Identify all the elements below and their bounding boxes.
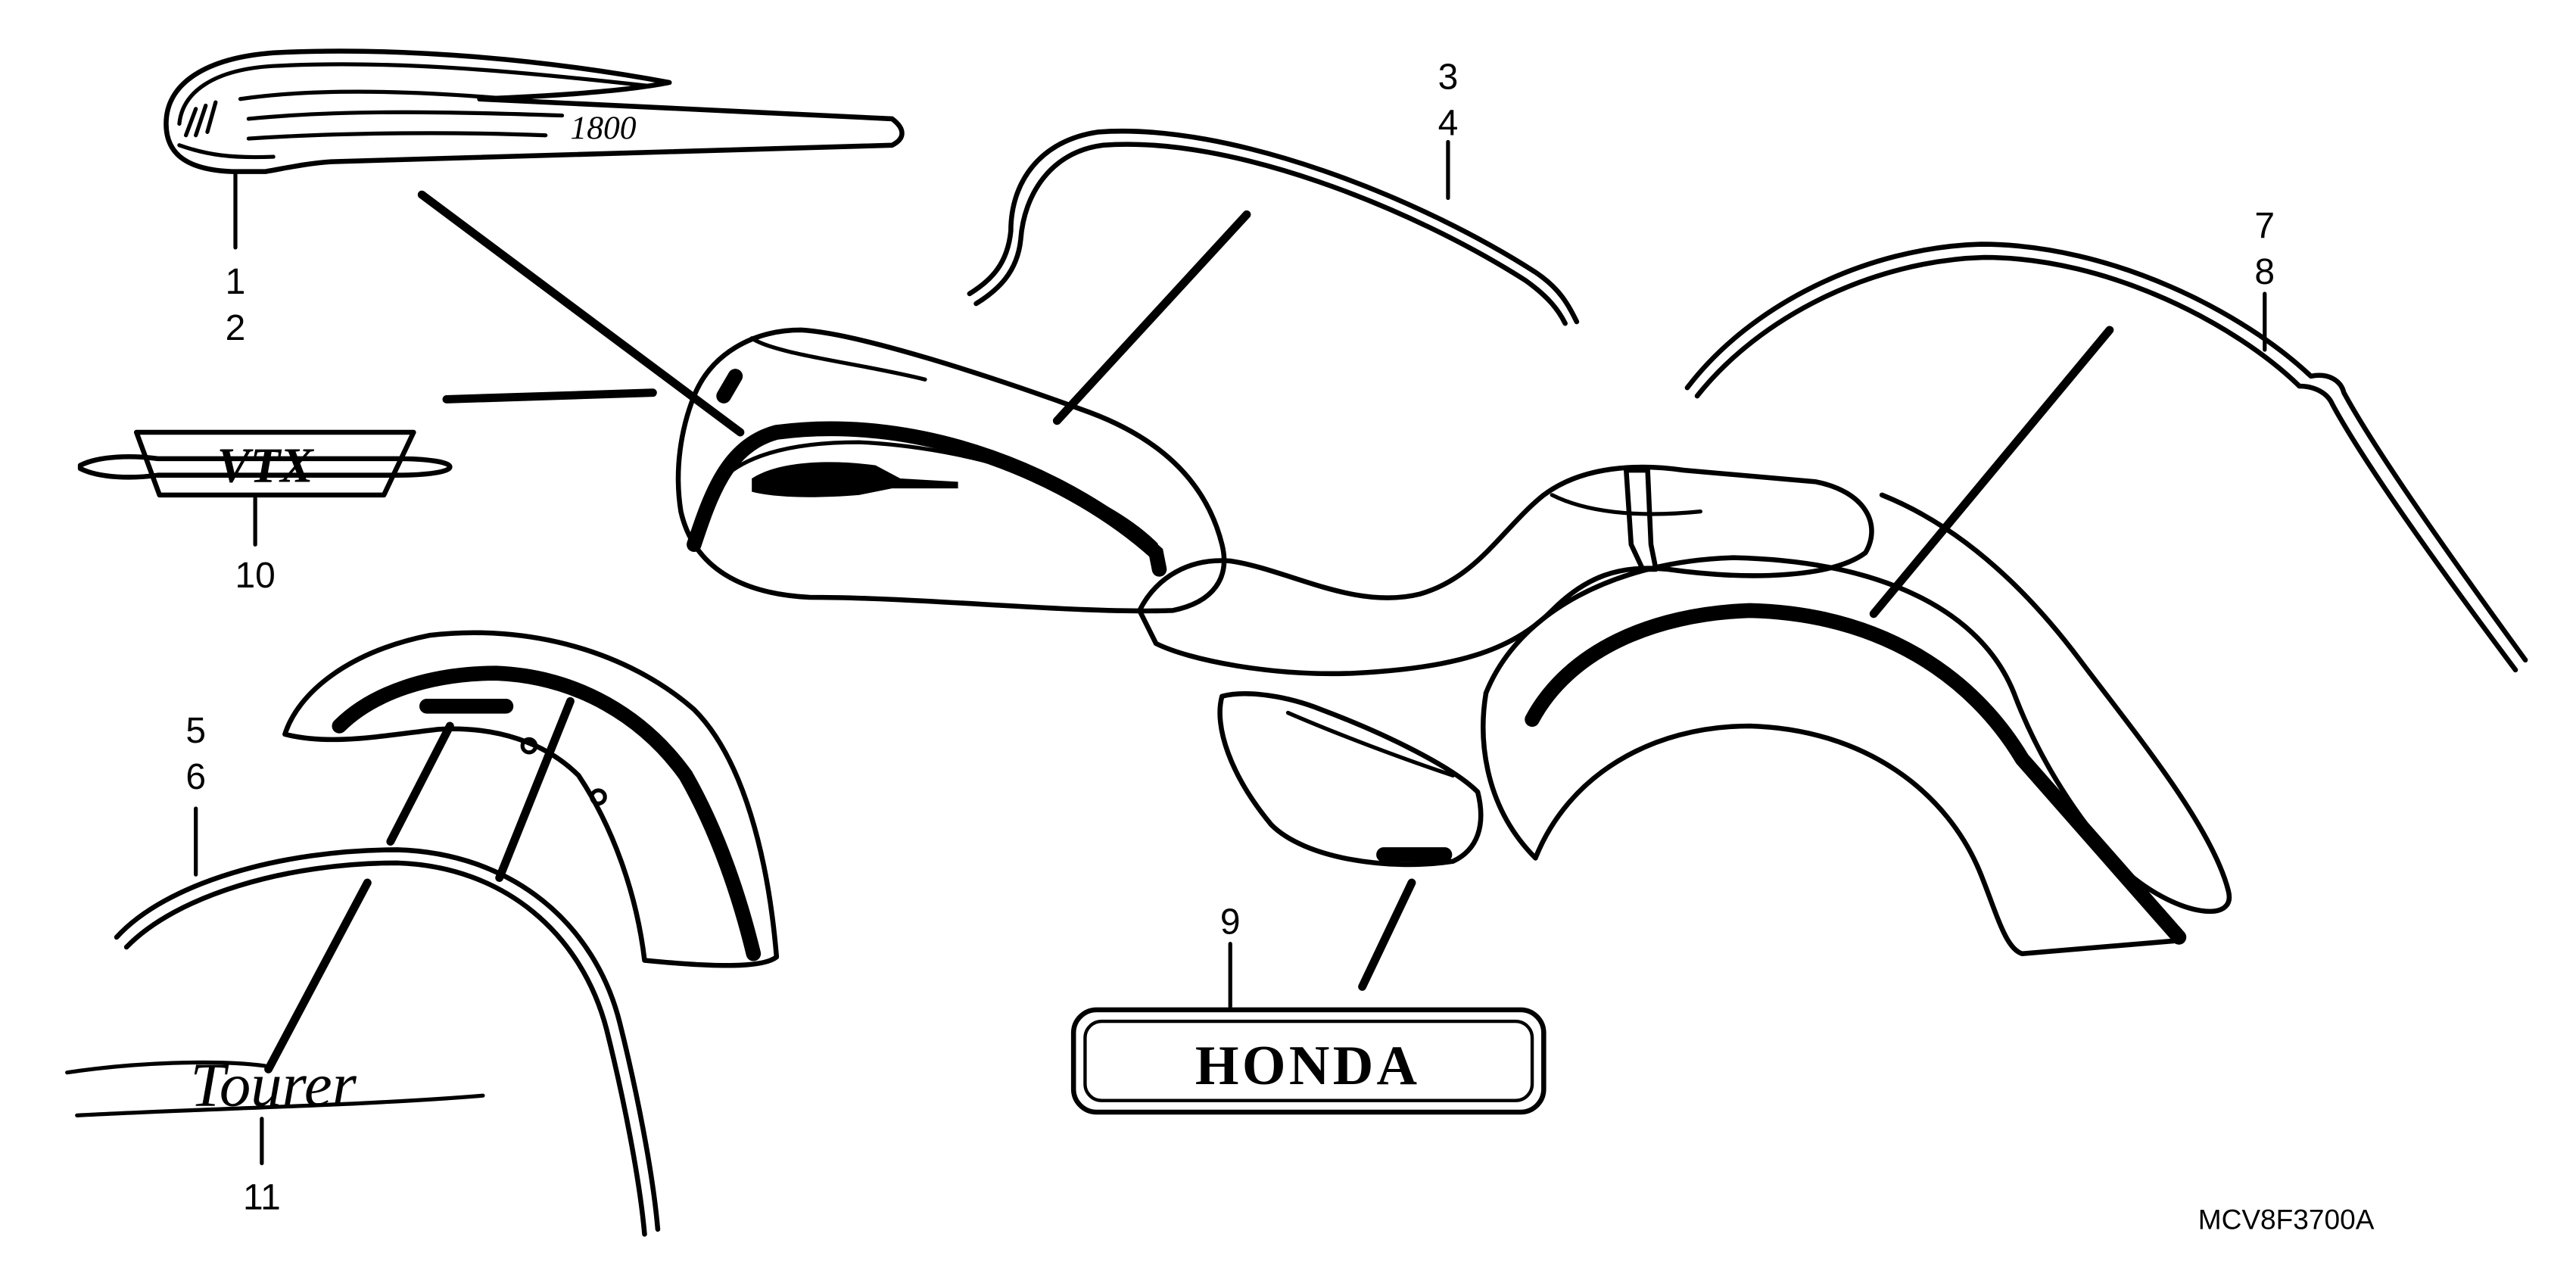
rear-fender-pinstripe-part [1684, 242, 2528, 673]
diagram-code: MCV8F3700A [2198, 1204, 2375, 1236]
callout-label-11: 11 [243, 1178, 281, 1218]
tank-emblem-1800-text: 1800 [570, 110, 636, 146]
callout-label-4: 4 [1438, 104, 1459, 144]
callout-label-2: 2 [226, 308, 246, 348]
front-fender-pinstripe-part [114, 847, 661, 1237]
callout-label-3: 3 [1438, 58, 1459, 98]
fuel-tank [675, 327, 1227, 614]
rear-fender [1481, 492, 2232, 957]
callout-label-10: 10 [235, 556, 275, 596]
vtx-emblem: VTX [77, 429, 453, 498]
tank-wing-emblem: 1800 [164, 48, 905, 174]
vtx-emblem-text: VTX [217, 438, 315, 493]
tank-front-mark [716, 369, 743, 404]
callout-label-7: 7 [2254, 206, 2275, 246]
tank-stripe [687, 421, 1167, 577]
callout-label-9: 9 [1220, 902, 1241, 943]
callout-label-6: 6 [185, 757, 206, 797]
honda-emblem: HONDA [1070, 1007, 1547, 1115]
honda-emblem-text: HONDA [1195, 1035, 1421, 1097]
callout-label-5: 5 [185, 711, 206, 751]
tank-emblem-mark [752, 462, 958, 497]
seat-strap [1624, 467, 1659, 572]
leader-lines [264, 190, 2114, 1074]
front-fender [282, 630, 780, 968]
seat [1137, 464, 1874, 677]
side-cover [1217, 691, 1484, 868]
callout-label-8: 8 [2254, 252, 2275, 292]
callout-label-1: 1 [226, 262, 246, 302]
tank-pinstripe-part [967, 129, 1580, 326]
rear-fender-stripe [1525, 603, 2187, 945]
front-fender-stripe [332, 665, 762, 961]
